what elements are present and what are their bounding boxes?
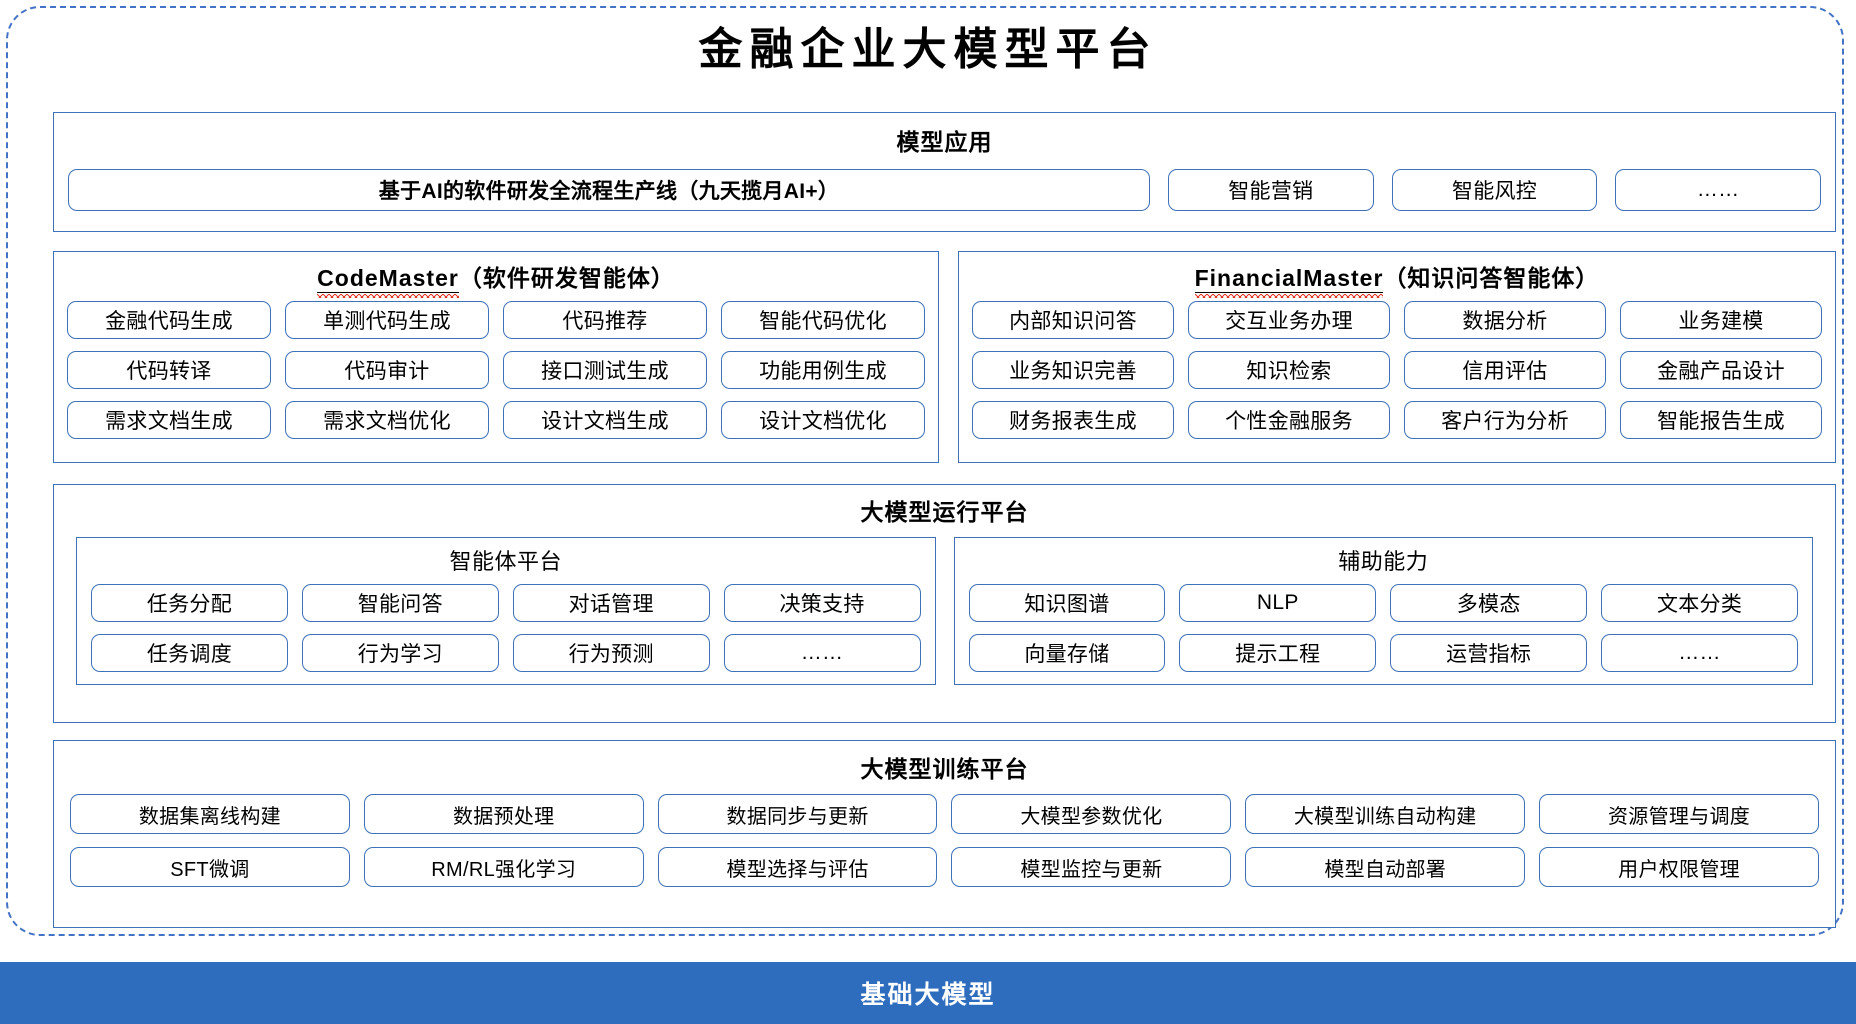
auxiliary-capability-item-1-0[interactable]: 向量存储 bbox=[968, 634, 1166, 672]
financialmaster-row-2: 财务报表生成 个性金融服务 客户行为分析 智能报告生成 bbox=[972, 401, 1822, 439]
base-model-label: 基础大模型 bbox=[860, 981, 996, 1009]
agent-platform-subpanel: 智能体平台 任务分配 智能问答 对话管理 决策支持 任务调度 行为学习 行为预测… bbox=[76, 537, 936, 685]
diagram-outer-frame bbox=[6, 6, 1844, 936]
codemaster-item-1-3[interactable]: 功能用例生成 bbox=[721, 351, 925, 389]
agent-platform-item-0-0[interactable]: 任务分配 bbox=[91, 584, 288, 622]
auxiliary-capability-item-0-1[interactable]: NLP bbox=[1179, 584, 1377, 622]
codemaster-capability-grid: 金融代码生成 单测代码生成 代码推荐 智能代码优化 代码转译 代码审计 接口测试… bbox=[67, 301, 925, 439]
financialmaster-item-1-1[interactable]: 知识检索 bbox=[1188, 351, 1390, 389]
financialmaster-item-2-1[interactable]: 个性金融服务 bbox=[1188, 401, 1390, 439]
financialmaster-agent-panel: FinancialMaster（知识问答智能体） 内部知识问答 交互业务办理 数… bbox=[958, 251, 1836, 463]
financialmaster-row-0: 内部知识问答 交互业务办理 数据分析 业务建模 bbox=[972, 301, 1822, 339]
financialmaster-item-1-3[interactable]: 金融产品设计 bbox=[1620, 351, 1822, 389]
agent-platform-item-1-2[interactable]: 行为预测 bbox=[512, 634, 710, 672]
codemaster-item-1-2[interactable]: 接口测试生成 bbox=[503, 351, 707, 389]
training-item-0-0[interactable]: 数据集离线构建 bbox=[70, 794, 350, 834]
financialmaster-name-en: FinancialMaster bbox=[1194, 265, 1384, 293]
training-item-1-4[interactable]: 模型自动部署 bbox=[1245, 847, 1526, 887]
codemaster-item-2-3[interactable]: 设计文档优化 bbox=[721, 401, 925, 439]
model-application-title: 模型应用 bbox=[896, 129, 993, 155]
codemaster-item-0-1[interactable]: 单测代码生成 bbox=[285, 301, 489, 339]
training-item-1-2[interactable]: 模型选择与评估 bbox=[657, 847, 938, 887]
financialmaster-capability-grid: 内部知识问答 交互业务办理 数据分析 业务建模 业务知识完善 知识检索 信用评估… bbox=[972, 301, 1822, 439]
financialmaster-item-0-2[interactable]: 数据分析 bbox=[1404, 301, 1606, 339]
training-item-0-5[interactable]: 资源管理与调度 bbox=[1539, 794, 1819, 834]
agent-platform-item-0-3[interactable]: 决策支持 bbox=[723, 584, 921, 622]
financialmaster-item-0-3[interactable]: 业务建模 bbox=[1620, 301, 1822, 339]
auxiliary-capability-item-0-2[interactable]: 多模态 bbox=[1390, 584, 1588, 622]
agent-platform-title: 智能体平台 bbox=[449, 549, 562, 574]
runtime-platform-title: 大模型运行平台 bbox=[860, 499, 1029, 525]
training-item-1-0[interactable]: SFT微调 bbox=[70, 847, 350, 887]
codemaster-row-2: 需求文档生成 需求文档优化 设计文档生成 设计文档优化 bbox=[67, 401, 925, 439]
codemaster-item-2-0[interactable]: 需求文档生成 bbox=[67, 401, 271, 439]
runtime-platform-panel: 大模型运行平台 智能体平台 任务分配 智能问答 对话管理 决策支持 任务调度 行… bbox=[53, 484, 1836, 723]
agent-platform-item-1-0[interactable]: 任务调度 bbox=[91, 634, 288, 672]
codemaster-item-2-1[interactable]: 需求文档优化 bbox=[285, 401, 489, 439]
auxiliary-capability-item-1-2[interactable]: 运营指标 bbox=[1390, 634, 1588, 672]
agent-platform-item-0-1[interactable]: 智能问答 bbox=[301, 584, 499, 622]
training-item-1-5[interactable]: 用户权限管理 bbox=[1539, 847, 1819, 887]
auxiliary-capability-item-0-3[interactable]: 文本分类 bbox=[1601, 584, 1798, 622]
model-application-item-1[interactable]: 智能风控 bbox=[1391, 169, 1598, 211]
financialmaster-title: FinancialMaster（知识问答智能体） bbox=[959, 259, 1835, 293]
base-model-bar: 基础大模型 bbox=[0, 962, 1856, 1024]
auxiliary-capability-item-0-0[interactable]: 知识图谱 bbox=[968, 584, 1166, 622]
auxiliary-capability-item-1-1[interactable]: 提示工程 bbox=[1179, 634, 1377, 672]
financialmaster-item-1-2[interactable]: 信用评估 bbox=[1404, 351, 1606, 389]
training-item-0-4[interactable]: 大模型训练自动构建 bbox=[1245, 794, 1526, 834]
codemaster-item-0-0[interactable]: 金融代码生成 bbox=[67, 301, 271, 339]
agent-platform-item-1-3[interactable]: …… bbox=[723, 634, 921, 672]
training-item-1-1[interactable]: RM/RL强化学习 bbox=[363, 847, 644, 887]
codemaster-row-0: 金融代码生成 单测代码生成 代码推荐 智能代码优化 bbox=[67, 301, 925, 339]
training-platform-grid: 数据集离线构建 数据预处理 数据同步与更新 大模型参数优化 大模型训练自动构建 … bbox=[70, 794, 1819, 887]
training-item-0-3[interactable]: 大模型参数优化 bbox=[951, 794, 1232, 834]
financialmaster-item-0-1[interactable]: 交互业务办理 bbox=[1188, 301, 1390, 339]
agent-platform-item-0-2[interactable]: 对话管理 bbox=[512, 584, 710, 622]
model-application-panel: 模型应用 基于AI的软件研发全流程生产线（九天揽月AI+） 智能营销 智能风控 … bbox=[53, 112, 1836, 232]
financialmaster-item-2-2[interactable]: 客户行为分析 bbox=[1404, 401, 1606, 439]
auxiliary-capability-title: 辅助能力 bbox=[1338, 549, 1429, 574]
financialmaster-item-1-0[interactable]: 业务知识完善 bbox=[972, 351, 1174, 389]
financialmaster-item-2-3[interactable]: 智能报告生成 bbox=[1620, 401, 1822, 439]
codemaster-item-2-2[interactable]: 设计文档生成 bbox=[503, 401, 707, 439]
codemaster-agent-panel: CodeMaster（软件研发智能体） 金融代码生成 单测代码生成 代码推荐 智… bbox=[53, 251, 939, 463]
model-application-item-2[interactable]: …… bbox=[1615, 169, 1822, 211]
financialmaster-row-1: 业务知识完善 知识检索 信用评估 金融产品设计 bbox=[972, 351, 1822, 389]
training-item-0-2[interactable]: 数据同步与更新 bbox=[657, 794, 938, 834]
model-application-item-0[interactable]: 智能营销 bbox=[1168, 169, 1374, 211]
agent-platform-item-1-1[interactable]: 行为学习 bbox=[301, 634, 499, 672]
financialmaster-name-cn: （知识问答智能体） bbox=[1383, 265, 1600, 291]
codemaster-row-1: 代码转译 代码审计 接口测试生成 功能用例生成 bbox=[67, 351, 925, 389]
agent-platform-row-1: 任务调度 行为学习 行为预测 …… bbox=[91, 634, 921, 672]
page-title: 金融企业大模型平台 bbox=[698, 25, 1158, 74]
training-row-0: 数据集离线构建 数据预处理 数据同步与更新 大模型参数优化 大模型训练自动构建 … bbox=[70, 794, 1819, 834]
codemaster-title: CodeMaster（软件研发智能体） bbox=[54, 259, 938, 293]
agent-platform-row-0: 任务分配 智能问答 对话管理 决策支持 bbox=[91, 584, 921, 622]
codemaster-item-1-1[interactable]: 代码审计 bbox=[285, 351, 489, 389]
model-application-primary-item[interactable]: 基于AI的软件研发全流程生产线（九天揽月AI+） bbox=[68, 169, 1150, 211]
codemaster-item-1-0[interactable]: 代码转译 bbox=[67, 351, 271, 389]
training-platform-title: 大模型训练平台 bbox=[860, 756, 1029, 782]
runtime-subpanels: 智能体平台 任务分配 智能问答 对话管理 决策支持 任务调度 行为学习 行为预测… bbox=[76, 537, 1813, 685]
financialmaster-item-0-0[interactable]: 内部知识问答 bbox=[972, 301, 1174, 339]
training-item-0-1[interactable]: 数据预处理 bbox=[363, 794, 644, 834]
auxiliary-capability-subpanel: 辅助能力 知识图谱 NLP 多模态 文本分类 向量存储 提示工程 运营指标 …… bbox=[953, 537, 1813, 685]
codemaster-item-0-2[interactable]: 代码推荐 bbox=[503, 301, 707, 339]
training-row-1: SFT微调 RM/RL强化学习 模型选择与评估 模型监控与更新 模型自动部署 用… bbox=[70, 847, 1819, 887]
codemaster-name-en: CodeMaster bbox=[317, 265, 459, 293]
auxiliary-capability-row-1: 向量存储 提示工程 运营指标 …… bbox=[968, 634, 1798, 672]
model-application-items-row: 基于AI的软件研发全流程生产线（九天揽月AI+） 智能营销 智能风控 …… bbox=[68, 169, 1822, 211]
codemaster-name-cn: （软件研发智能体） bbox=[458, 265, 675, 291]
auxiliary-capability-item-1-3[interactable]: …… bbox=[1601, 634, 1798, 672]
auxiliary-capability-row-0: 知识图谱 NLP 多模态 文本分类 bbox=[968, 584, 1798, 622]
codemaster-item-0-3[interactable]: 智能代码优化 bbox=[721, 301, 925, 339]
training-item-1-3[interactable]: 模型监控与更新 bbox=[951, 847, 1232, 887]
training-platform-panel: 大模型训练平台 数据集离线构建 数据预处理 数据同步与更新 大模型参数优化 大模… bbox=[53, 740, 1836, 928]
financialmaster-item-2-0[interactable]: 财务报表生成 bbox=[972, 401, 1174, 439]
